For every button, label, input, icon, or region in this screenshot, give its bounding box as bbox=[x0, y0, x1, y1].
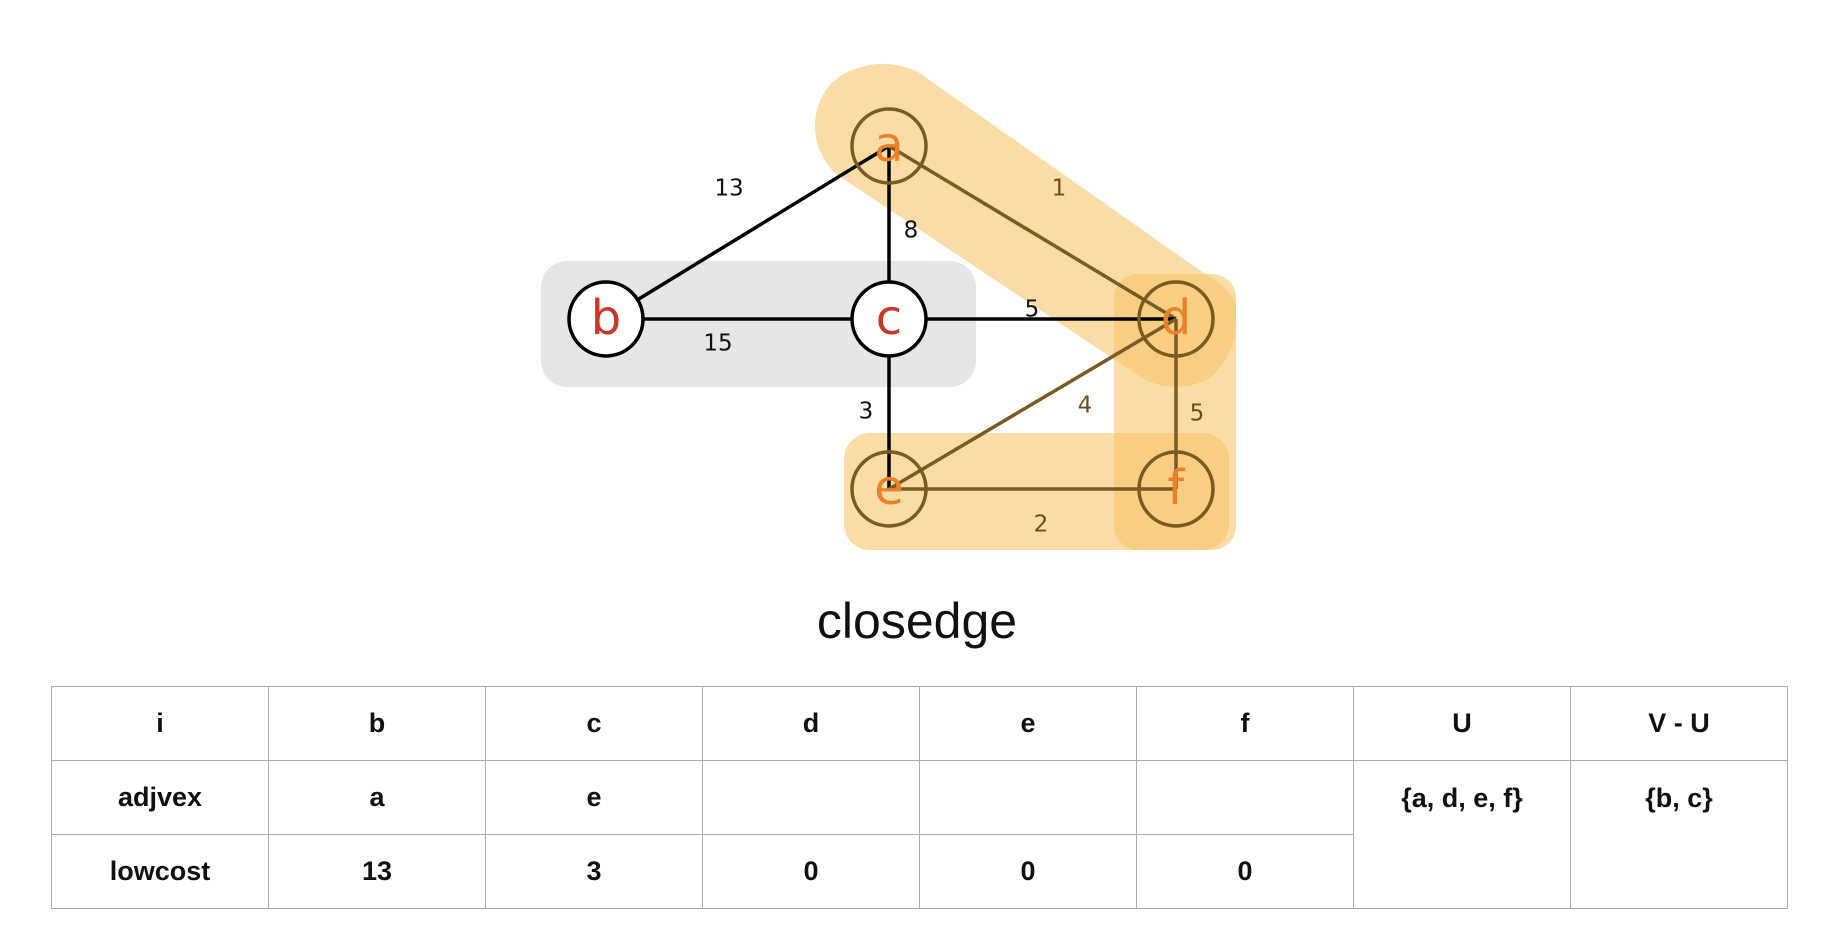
node-a bbox=[850, 107, 928, 185]
row-label-lowcost: lowcost bbox=[51, 834, 269, 909]
header-cell-i: i bbox=[51, 686, 269, 761]
graph-edge-labels: 13 8 1 15 5 3 4 5 2 bbox=[703, 176, 1204, 538]
edge-weight-a-c: 8 bbox=[904, 218, 919, 244]
node-b bbox=[567, 280, 645, 358]
node-c bbox=[850, 280, 928, 358]
edge-weight-d-f: 5 bbox=[1190, 401, 1205, 427]
edge-weight-a-b: 13 bbox=[714, 176, 743, 202]
lowcost-b: 13 bbox=[268, 834, 486, 909]
graph-nodes: a b c d e f bbox=[567, 107, 1215, 528]
node-label-c: c bbox=[876, 290, 902, 346]
u-set-cell: {a, d, e, f} bbox=[1353, 760, 1571, 909]
lowcost-e: 0 bbox=[919, 834, 1137, 909]
adjvex-e bbox=[919, 760, 1137, 835]
diagram-title: closedge bbox=[816, 593, 1018, 649]
closedge-table: i b c d e f U V - U adjvex a e {a, d, e,… bbox=[51, 686, 1788, 909]
lowcost-d: 0 bbox=[702, 834, 920, 909]
edge-weight-a-d: 1 bbox=[1052, 176, 1067, 202]
header-cell-c: c bbox=[485, 686, 703, 761]
header-cell-u: U bbox=[1353, 686, 1571, 761]
adjvex-d bbox=[702, 760, 920, 835]
header-cell-b: b bbox=[268, 686, 486, 761]
node-label-f: f bbox=[1168, 460, 1186, 516]
node-e bbox=[850, 450, 928, 528]
table-row-lowcost: lowcost 13 3 0 0 0 bbox=[51, 834, 1788, 909]
lowcost-c: 3 bbox=[485, 834, 703, 909]
adjvex-c: e bbox=[485, 760, 703, 835]
adjvex-f bbox=[1136, 760, 1354, 835]
header-cell-d: d bbox=[702, 686, 920, 761]
header-cell-e: e bbox=[919, 686, 1137, 761]
lowcost-f: 0 bbox=[1136, 834, 1354, 909]
table-row-adjvex: adjvex a e {a, d, e, f} {b, c} bbox=[51, 760, 1788, 909]
edge-weight-c-d: 5 bbox=[1025, 297, 1040, 323]
edge-weight-d-e: 4 bbox=[1078, 393, 1093, 419]
node-d bbox=[1137, 280, 1215, 358]
header-cell-v-minus-u: V - U bbox=[1570, 686, 1788, 761]
table-row-header: i b c d e f U V - U bbox=[51, 686, 1788, 761]
edge-a-d bbox=[888, 144, 1177, 321]
edge-weight-e-f: 2 bbox=[1034, 512, 1049, 538]
node-label-a: a bbox=[874, 117, 903, 173]
v-minus-u-set-cell: {b, c} bbox=[1570, 760, 1788, 909]
header-cell-f: f bbox=[1136, 686, 1354, 761]
edge-weight-c-e: 3 bbox=[859, 399, 874, 425]
node-label-b: b bbox=[591, 290, 621, 346]
edge-d-e bbox=[888, 317, 1177, 491]
edge-a-b bbox=[605, 144, 890, 321]
node-f bbox=[1137, 450, 1215, 528]
node-label-d: d bbox=[1161, 290, 1191, 346]
adjvex-b: a bbox=[268, 760, 486, 835]
graph-diagram: 13 8 1 15 5 3 4 5 2 a b c d e f bbox=[541, 63, 1237, 550]
row-label-adjvex: adjvex bbox=[51, 760, 269, 835]
edge-weight-b-c: 15 bbox=[703, 331, 732, 357]
node-label-e: e bbox=[874, 460, 904, 516]
